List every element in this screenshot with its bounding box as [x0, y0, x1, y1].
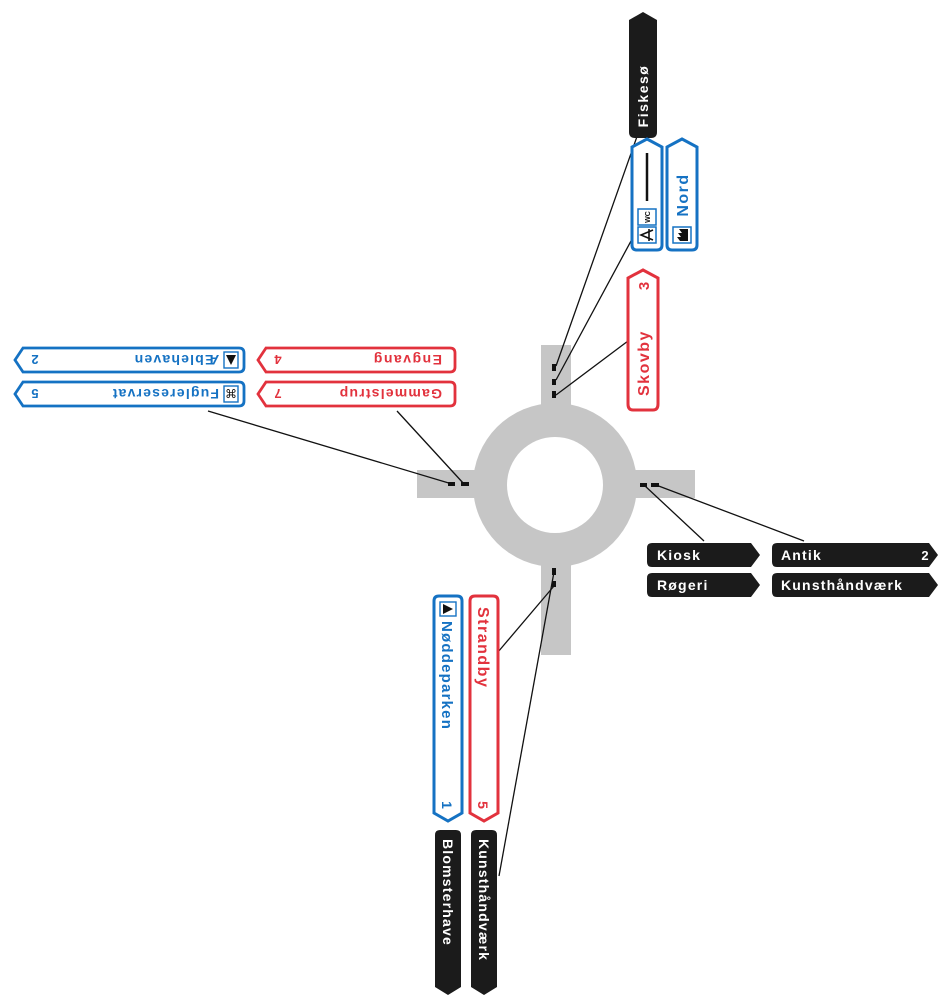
leader-kunsthandvaerk-south [498, 571, 555, 877]
post-south-1 [552, 568, 556, 575]
sign-rogeri: Røgeri [647, 573, 760, 597]
post-north-2 [552, 379, 556, 385]
sign-nord-label: Nord [675, 173, 692, 216]
sign-engvang-label: Engvang [372, 352, 442, 368]
sign-skovby-plate [626, 268, 660, 412]
sign-strandby-plate [468, 594, 500, 823]
sign-strandby: Strandby 5 [468, 594, 500, 823]
svg-text:WC: WC [645, 211, 652, 223]
sign-aeblehaven: Æblehaven 2 [13, 346, 246, 374]
post-north-3 [552, 391, 556, 398]
sign-skovby-label: Skovby [636, 330, 653, 396]
leader-lines [207, 127, 805, 877]
sign-strandby-label: Strandby [474, 607, 491, 688]
sign-skovby-number: 3 [636, 282, 653, 290]
sign-engvang-plate [256, 346, 457, 374]
sign-kunsthandvaerk-east-label: Kunsthåndværk [781, 577, 903, 593]
leader-gammelstrup [396, 410, 465, 485]
sign-aeblehaven-plate [13, 346, 246, 374]
sign-kunsthandvaerk-east-plate [772, 573, 938, 597]
leader-kiosk [643, 484, 705, 542]
sign-blomsterhave-plate [435, 830, 461, 995]
factory-icon [672, 226, 692, 244]
sign-antik-label: Antik [781, 547, 822, 563]
sign-fuglereservat: ⌘ Fuglereservat 5 [13, 380, 246, 408]
sign-skovby: Skovby 3 [626, 268, 660, 412]
leader-strandby [497, 585, 555, 653]
heritage-icon: ⌘ [223, 385, 239, 403]
sign-antik-number: 2 [921, 548, 928, 563]
roundabout [417, 345, 695, 655]
sign-kiosk-plate [647, 543, 760, 567]
sign-noddeparken-label: Nøddeparken [438, 621, 455, 730]
sign-noddeparken: Nøddeparken 1 [432, 594, 464, 823]
camping-icon [223, 351, 239, 369]
sign-kunsthandvaerk-south: Kunsthåndværk [471, 830, 497, 995]
post-east-1 [640, 483, 647, 487]
sign-rogeri-label: Røgeri [657, 577, 709, 593]
sign-fiskeso: Fiskesø [629, 12, 657, 138]
post-east-2 [651, 483, 659, 487]
sign-blomsterhave-label: Blomsterhave [440, 839, 456, 946]
sign-engvang-number: 4 [274, 352, 282, 367]
post-south-2 [552, 581, 556, 587]
sign-kunsthandvaerk-east: Kunsthåndværk [772, 573, 938, 597]
leader-fiskeso [555, 127, 641, 367]
leader-fuglereservat [207, 410, 453, 485]
sign-aeblehaven-number: 2 [31, 352, 38, 367]
wc-icon: WC [637, 208, 657, 226]
sign-aeblehaven-label: Æblehaven [134, 352, 220, 368]
camping-icon-south [439, 601, 457, 617]
sign-kunsthandvaerk-south-label: Kunsthåndværk [476, 839, 492, 961]
sign-antik-plate [772, 543, 938, 567]
sign-nord-plate [665, 137, 699, 252]
sign-fiskeso-plate [629, 12, 657, 138]
sign-noddeparken-plate [432, 594, 464, 823]
post-north-1 [552, 364, 556, 371]
sign-noddeparken-number: 1 [439, 801, 455, 809]
sign-kunsthandvaerk-south-plate [471, 830, 497, 995]
leader-antik [655, 484, 805, 542]
sign-rogeri-plate [647, 573, 760, 597]
sign-kiosk-label: Kiosk [657, 547, 701, 563]
sign-fiskeso-label: Fiskesø [635, 65, 651, 128]
sign-engvang: Engvang 4 [256, 346, 457, 374]
leader-skovby [555, 337, 633, 396]
picnic-icon [637, 226, 657, 244]
post-west-2 [461, 482, 469, 486]
sign-gammelstrup-plate [256, 380, 457, 408]
sign-fuglereservat-label: Fuglereservat [112, 386, 219, 402]
sign-kiosk: Kiosk [647, 543, 760, 567]
sign-gammelstrup: Gammelstrup 7 [256, 380, 457, 408]
svg-text:⌘: ⌘ [225, 386, 237, 400]
sign-gammelstrup-number: 7 [274, 386, 281, 401]
leader-facilities [555, 227, 639, 381]
sign-gammelstrup-label: Gammelstrup [339, 386, 442, 402]
sign-facilities: WC [630, 137, 664, 252]
sign-fuglereservat-plate [13, 380, 246, 408]
sign-fuglereservat-number: 5 [31, 386, 38, 401]
sign-nord: Nord [665, 137, 699, 252]
sign-blomsterhave: Blomsterhave [435, 830, 461, 995]
roundabout-island [507, 437, 603, 533]
sign-strandby-number: 5 [475, 801, 491, 809]
sign-antik: Antik 2 [772, 543, 938, 567]
